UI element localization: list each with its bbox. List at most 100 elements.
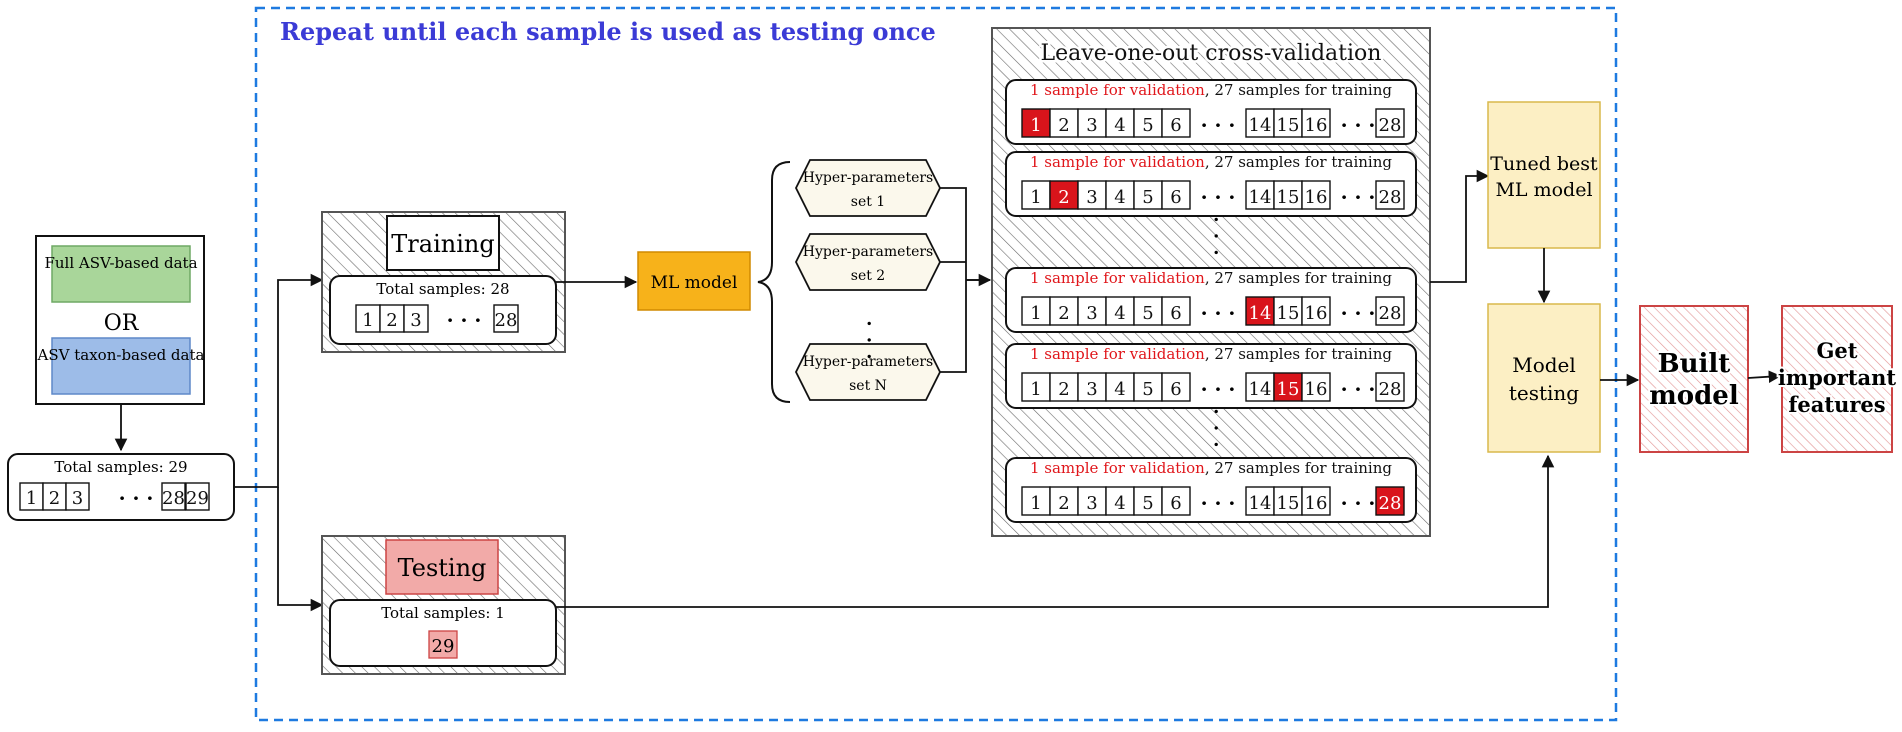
loocv-sample-5-cell bbox=[1133, 108, 1163, 138]
loocv-sample-16-cell bbox=[1301, 486, 1331, 516]
loocv-ellipsis-right: · · · bbox=[1341, 377, 1376, 401]
loocv-fold-4: 1 sample for validation, 27 samples for … bbox=[1005, 343, 1417, 409]
connector-testing-to-model-testing bbox=[556, 454, 1555, 608]
loocv-sample-28-cell-label: 28 bbox=[1379, 115, 1402, 136]
total-sample-29-cell bbox=[185, 482, 210, 511]
loocv-sample-16-cell-label: 16 bbox=[1305, 187, 1328, 208]
model-testing-line1: Model bbox=[1512, 353, 1576, 377]
loocv-sample-16-cell bbox=[1301, 372, 1331, 402]
loocv-sample-15-cell bbox=[1273, 180, 1303, 210]
built-model-line2: model bbox=[1649, 381, 1739, 411]
loocv-fold-caption: 1 sample for validation, 27 samples for … bbox=[1030, 81, 1392, 99]
loocv-sample-3-cell bbox=[1077, 372, 1107, 402]
total-sample-3-cell bbox=[65, 482, 90, 511]
loocv-sample-14-cell bbox=[1245, 296, 1275, 326]
loocv-ellipsis-left: · · · bbox=[1201, 113, 1236, 137]
loocv-sample-5-cell bbox=[1133, 372, 1163, 402]
loocv-sample-2-cell-label: 2 bbox=[1058, 187, 1069, 208]
loocv-ellipsis-right: · · · bbox=[1341, 113, 1376, 137]
loocv-sample-1-cell-label: 1 bbox=[1030, 493, 1041, 514]
loocv-sample-1-cell bbox=[1021, 296, 1051, 326]
full-asv-label: Full ASV-based data bbox=[44, 254, 197, 272]
training-sample-28-cell bbox=[493, 304, 519, 333]
loocv-sample-28-cell bbox=[1375, 296, 1405, 326]
loocv-sample-4-cell bbox=[1105, 108, 1135, 138]
loocv-sample-15-cell-label: 15 bbox=[1277, 379, 1300, 400]
loocv-sample-14-cell bbox=[1245, 372, 1275, 402]
loocv-sample-1-cell bbox=[1021, 372, 1051, 402]
model-testing-line2: testing bbox=[1509, 381, 1579, 405]
loocv-sample-6-cell-label: 6 bbox=[1170, 115, 1181, 136]
loocv-sample-4-cell-label: 4 bbox=[1114, 493, 1125, 514]
testing-title-box bbox=[385, 539, 499, 595]
loocv-ellipsis-right: · · · bbox=[1341, 491, 1376, 515]
loocv-sample-1-cell-label: 1 bbox=[1030, 115, 1041, 136]
loocv-sample-3-cell-label: 3 bbox=[1086, 303, 1097, 324]
connector-total-split bbox=[234, 273, 324, 488]
total-samples-label: Total samples: 29 bbox=[54, 458, 187, 476]
loocv-sample-1-cell-label: 1 bbox=[1030, 187, 1041, 208]
loocv-sample-3-cell-label: 3 bbox=[1086, 115, 1097, 136]
loocv-sample-5-cell bbox=[1133, 180, 1163, 210]
testing-sample-cell-label: 29 bbox=[432, 636, 455, 657]
loocv-fold-1: 1 sample for validation, 27 samples for … bbox=[1005, 79, 1417, 145]
loocv-sample-16-cell-label: 16 bbox=[1305, 115, 1328, 136]
loocv-sample-28-cell bbox=[1375, 108, 1405, 138]
built-model-line1: Built bbox=[1658, 349, 1731, 379]
loocv-ellipsis-right: · · · bbox=[1341, 301, 1376, 325]
loocv-fold-5: 1 sample for validation, 27 samples for … bbox=[1005, 457, 1417, 523]
loocv-sample-15-cell-label: 15 bbox=[1277, 115, 1300, 136]
loocv-sample-1-cell bbox=[1021, 486, 1051, 516]
training-title: Training bbox=[391, 230, 494, 258]
loocv-sample-3-cell bbox=[1077, 108, 1107, 138]
total-sample-28-cell bbox=[161, 482, 186, 511]
loocv-sample-3-cell-label: 3 bbox=[1086, 379, 1097, 400]
loocv-title: Leave-one-out cross-validation bbox=[1041, 41, 1382, 66]
loocv-sample-3-cell-label: 3 bbox=[1086, 187, 1097, 208]
loocv-sample-3-cell bbox=[1077, 486, 1107, 516]
loocv-fold-caption: 1 sample for validation, 27 samples for … bbox=[1030, 345, 1392, 363]
training-sample-2-cell-label: 2 bbox=[386, 310, 397, 331]
loocv-sample-15-cell-label: 15 bbox=[1277, 493, 1300, 514]
loocv-sample-1-cell-label: 1 bbox=[1030, 379, 1041, 400]
loocv-dots-1: · · · bbox=[1200, 215, 1230, 256]
loocv-sample-6-cell bbox=[1161, 296, 1191, 326]
loocv-sample-16-cell bbox=[1301, 296, 1331, 326]
loocv-sample-6-cell bbox=[1161, 180, 1191, 210]
loocv-sample-3-cell-label: 3 bbox=[1086, 493, 1097, 514]
total-sample-2-cell-label: 2 bbox=[49, 488, 60, 509]
loocv-sample-5-cell-label: 5 bbox=[1142, 493, 1153, 514]
loocv-sample-6-cell-label: 6 bbox=[1170, 493, 1181, 514]
loocv-ellipsis-left: · · · bbox=[1201, 491, 1236, 515]
loocv-sample-14-cell-label: 14 bbox=[1249, 493, 1272, 514]
loocv-sample-6-cell bbox=[1161, 108, 1191, 138]
built-model-box bbox=[1639, 305, 1749, 453]
testing-title: Testing bbox=[398, 554, 487, 582]
loocv-sample-2-cell-label: 2 bbox=[1058, 303, 1069, 324]
loocv-sample-28-cell-label: 28 bbox=[1379, 379, 1402, 400]
tuned-model-line2: ML model bbox=[1495, 179, 1592, 201]
total-sample-1-cell-label: 1 bbox=[26, 488, 37, 509]
loocv-sample-28-cell bbox=[1375, 486, 1405, 516]
loocv-sample-4-cell-label: 4 bbox=[1114, 303, 1125, 324]
loocv-sample-2-cell-label: 2 bbox=[1058, 115, 1069, 136]
hyper-parameters-set-3-hexagon bbox=[794, 343, 942, 401]
loocv-sample-14-cell-label: 14 bbox=[1249, 379, 1272, 400]
hyper-parameters-set-3-line2: set N bbox=[849, 378, 887, 394]
loocv-dots-2: · · · bbox=[1200, 407, 1230, 448]
loocv-sample-2-cell bbox=[1049, 108, 1079, 138]
hyper-parameters-set-1-hexagon bbox=[794, 159, 942, 217]
hyper-parameters-set-2-hexagon bbox=[794, 233, 942, 291]
loocv-sample-14-cell-label: 14 bbox=[1249, 115, 1272, 136]
loocv-sample-28-cell-label: 28 bbox=[1379, 187, 1402, 208]
loocv-sample-28-cell-label: 28 bbox=[1379, 303, 1402, 324]
features-line3: features bbox=[1788, 392, 1885, 417]
loocv-sample-6-cell-label: 6 bbox=[1170, 187, 1181, 208]
loocv-sample-15-cell-label: 15 bbox=[1277, 187, 1300, 208]
loocv-sample-15-cell bbox=[1273, 108, 1303, 138]
loocv-sample-2-cell-label: 2 bbox=[1058, 493, 1069, 514]
training-samples-ellipsis: · · · bbox=[447, 308, 482, 332]
loocv-sample-1-cell bbox=[1021, 108, 1051, 138]
